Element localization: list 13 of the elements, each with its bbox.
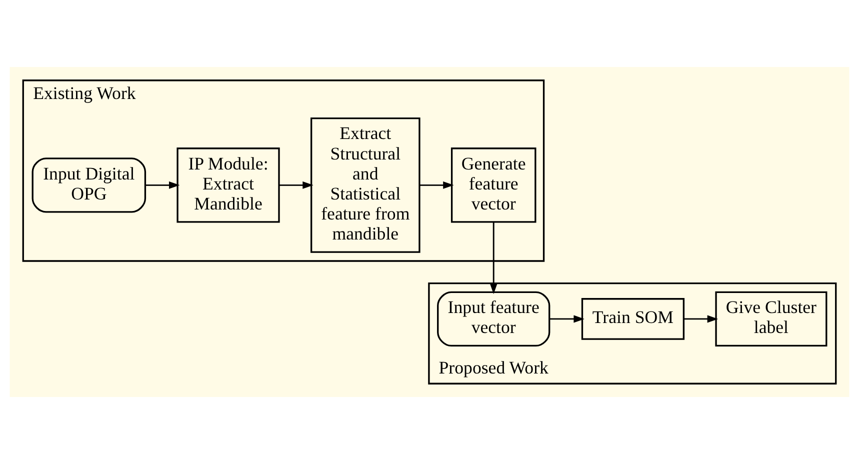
- arrow: [145, 181, 180, 189]
- arrow: [549, 315, 584, 323]
- node-box: Extract Structural and Statistical feature from mandible: [310, 117, 420, 253]
- node-box: Train SOM: [580, 298, 684, 340]
- arrow: [489, 222, 497, 294]
- node-box: Generate feature vector: [450, 148, 536, 223]
- node-box: Input feature vector: [436, 291, 550, 347]
- node-box: Give Cluster label: [714, 291, 827, 347]
- arrow: [278, 181, 313, 189]
- arrow: [683, 315, 718, 323]
- node-box: IP Module: Extract Mandible: [176, 148, 280, 223]
- arrow: [419, 181, 454, 189]
- node-box: Input Digital OPG: [31, 158, 146, 213]
